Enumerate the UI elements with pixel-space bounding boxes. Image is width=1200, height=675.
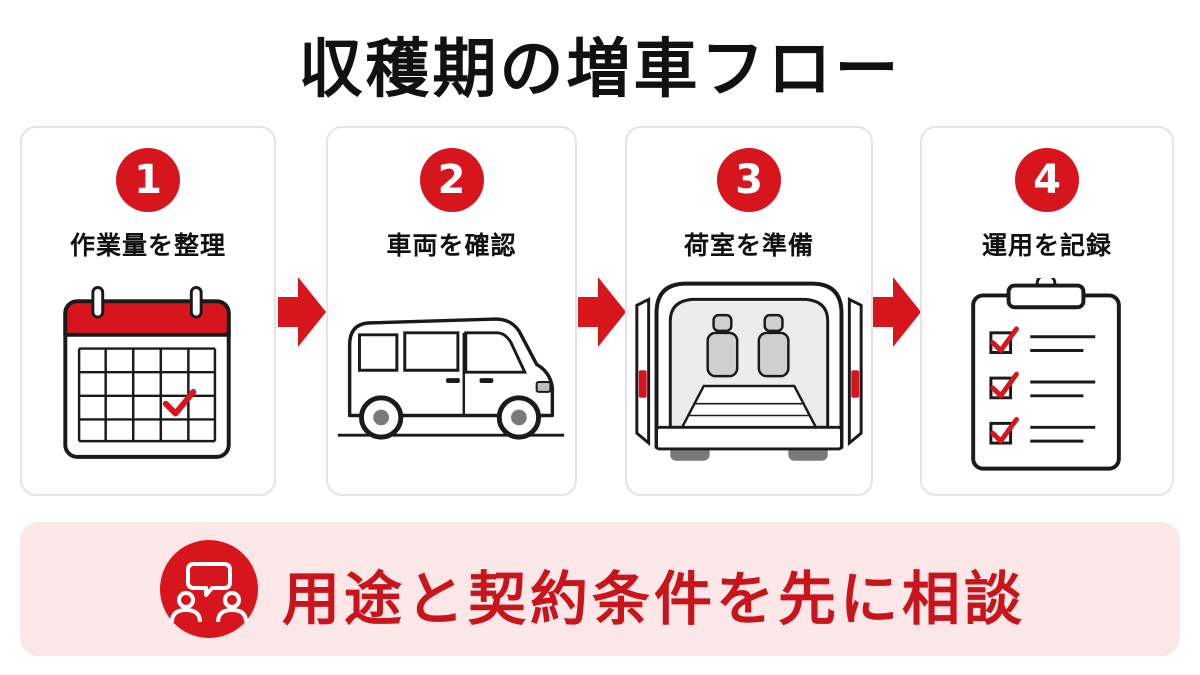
step-card-2: 2 車両を確認: [326, 126, 577, 496]
step-label: 作業量を整理: [69, 231, 226, 260]
consultation-people-icon: [160, 540, 258, 638]
banner-text: 用途と契約条件を先に相談: [282, 565, 1027, 633]
step-number-badge: 1: [116, 148, 180, 212]
arrow-right-icon: [278, 277, 326, 347]
arrow-right-icon: [873, 277, 921, 347]
advice-banner: 用途と契約条件を先に相談: [20, 522, 1180, 656]
clipboard-checklist-icon: [971, 278, 1121, 471]
step-label: 運用を記録: [981, 231, 1112, 260]
step-number-badge: 3: [717, 148, 781, 212]
page-title: 収穫期の増車フロー: [298, 33, 902, 107]
step-card-1: 1 作業量を整理: [20, 126, 276, 496]
step-label: 荷室を準備: [683, 231, 814, 260]
step-card-4: 4 運用を記録: [920, 126, 1174, 496]
step-card-3: 3 荷室を準備: [625, 126, 873, 496]
step-number-badge: 4: [1015, 148, 1079, 212]
arrow-right-icon: [578, 277, 626, 347]
calendar-check-icon: [63, 286, 231, 459]
step-label: 車両を確認: [386, 231, 517, 260]
van-icon: [337, 317, 565, 440]
step-number-badge: 2: [419, 148, 484, 212]
van-cargo-open-icon: [635, 281, 863, 461]
